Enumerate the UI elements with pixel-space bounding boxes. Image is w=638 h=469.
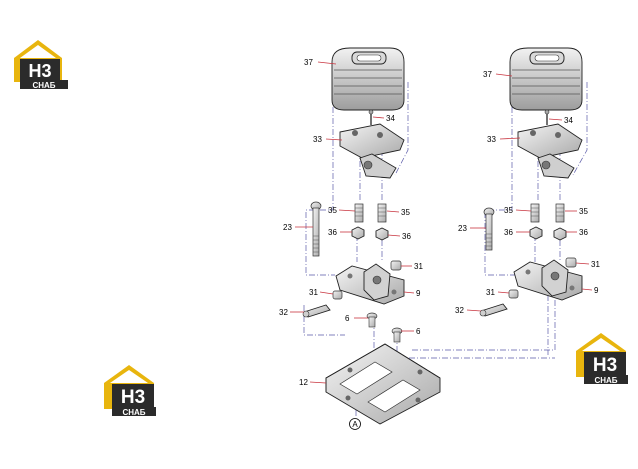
logo-bottom-left-caption: СНАБ <box>122 408 145 417</box>
screw-6-left-b <box>391 327 403 343</box>
callout-6-left-a: 6 <box>345 314 350 323</box>
callout-31-left-b: 31 <box>309 288 318 297</box>
left-assembly: A <box>302 47 441 430</box>
logo-right-mark: H3 <box>593 355 617 376</box>
callout-23-left: 23 <box>283 223 292 232</box>
bushing-31-right-top <box>565 257 577 268</box>
bolt-23-left <box>310 201 322 257</box>
plate-12-left <box>325 343 441 425</box>
callout-36-right-b: 36 <box>579 228 588 237</box>
screw-34-left <box>368 109 374 125</box>
logo-right-caption: СНАБ <box>594 376 617 385</box>
logo-top-left-mark: H3 <box>28 61 51 81</box>
callout-9-left: 9 <box>416 289 421 298</box>
callouts-left: 37 34 33 35 35 23 36 36 31 31 9 32 6 6 1… <box>279 58 423 387</box>
nut-36-right-a <box>529 226 543 240</box>
logo-top-left: H3 СНАБ <box>14 40 68 90</box>
setscrew-35-left-a <box>354 203 364 223</box>
callout-33-left: 33 <box>313 135 322 144</box>
bushing-31-left-side <box>332 290 343 300</box>
view-marker: A <box>349 418 361 430</box>
nut-36-left-a <box>351 226 365 240</box>
callout-37-right: 37 <box>483 70 492 79</box>
logo-right: H3 СНАБ <box>576 333 628 385</box>
bracket-33-left <box>339 123 405 179</box>
bracket-33-right <box>517 123 583 179</box>
callout-36-left-a: 36 <box>328 228 337 237</box>
pin-32-left <box>302 304 331 318</box>
right-assembly <box>479 47 583 317</box>
screw-6-left-a <box>366 312 378 328</box>
boot-37-left <box>331 47 405 111</box>
callout-35-right-b: 35 <box>579 207 588 216</box>
callouts-right: 37 34 33 35 35 23 36 36 31 31 9 32 <box>455 70 600 315</box>
bolt-23-right <box>483 207 495 251</box>
logo-bottom-left-mark: H3 <box>121 387 145 408</box>
logo-bottom-left: H3 СНАБ <box>104 365 156 417</box>
callout-35-left-b: 35 <box>401 208 410 217</box>
leader-lines <box>290 61 593 384</box>
pin-32-right <box>479 303 508 317</box>
callout-36-left-b: 36 <box>402 232 411 241</box>
callout-35-left-a: 35 <box>328 206 337 215</box>
boot-37-right <box>509 47 583 111</box>
setscrew-35-right-b <box>555 203 565 223</box>
callout-32-left: 32 <box>279 308 288 317</box>
callout-32-right: 32 <box>455 306 464 315</box>
callout-31-right-a: 31 <box>591 260 600 269</box>
nut-36-right-b <box>553 227 567 241</box>
view-marker-label: A <box>352 420 358 429</box>
callout-33-right: 33 <box>487 135 496 144</box>
screw-34-right <box>544 109 550 125</box>
callout-31-left-a: 31 <box>414 262 423 271</box>
callout-12-left: 12 <box>299 378 308 387</box>
callout-36-right-a: 36 <box>504 228 513 237</box>
callout-34-right: 34 <box>564 116 573 125</box>
nut-36-left-b <box>375 227 389 241</box>
callout-9-right: 9 <box>594 286 599 295</box>
callout-34-left: 34 <box>386 114 395 123</box>
base-9-left <box>335 263 405 305</box>
bushing-31-right-side <box>508 289 519 299</box>
setscrew-35-left-b <box>377 203 387 223</box>
setscrew-35-right-a <box>530 203 540 223</box>
callout-35-right-a: 35 <box>504 206 513 215</box>
logo-top-left-caption: СНАБ <box>32 81 55 90</box>
callout-23-right: 23 <box>458 224 467 233</box>
bushing-31-left-top <box>390 260 402 271</box>
callout-37-left: 37 <box>304 58 313 67</box>
callout-6-left-b: 6 <box>416 327 421 336</box>
base-9-right <box>513 259 583 301</box>
callout-31-right-b: 31 <box>486 288 495 297</box>
